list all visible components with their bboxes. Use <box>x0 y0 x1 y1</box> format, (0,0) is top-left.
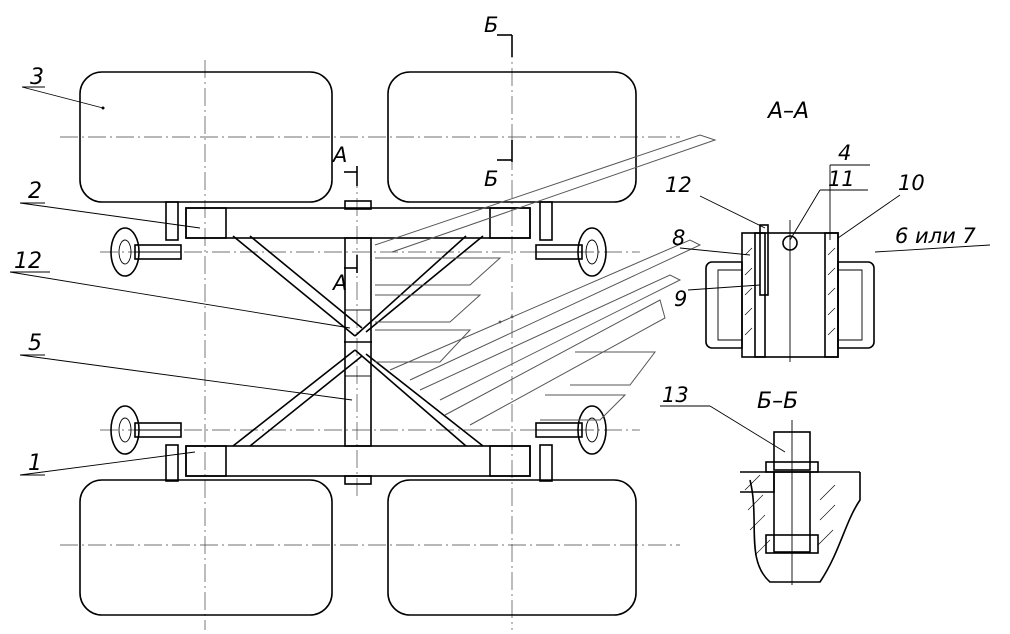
label-frame-lower: 1 <box>28 451 42 476</box>
label-aa-6or7: 6 или 7 <box>895 224 976 248</box>
label-aa-12: 12 <box>665 173 692 197</box>
caster-bottom-left <box>110 405 182 455</box>
axle-stubs <box>165 201 553 482</box>
label-section-a-bottom: А <box>331 271 347 295</box>
label-section-a-top: А <box>331 143 347 167</box>
label-wheel: 3 <box>30 65 44 90</box>
label-section-b-mid: Б <box>484 167 498 191</box>
label-bolt-12: 12 <box>14 249 42 274</box>
label-aa-10: 10 <box>898 171 925 195</box>
section-aa-title: А–А <box>766 99 809 124</box>
section-bb-detail <box>660 405 861 585</box>
cross-braces <box>232 235 484 447</box>
labels: 3 2 12 5 1 А А Б Б А–А 4 11 10 12 8 9 6 … <box>14 13 976 476</box>
label-bb-13: 13 <box>662 383 689 407</box>
step-panel <box>374 134 717 426</box>
wheel-bottom-left <box>79 479 333 616</box>
wheel-top-right <box>387 71 637 203</box>
caster-bottom-right <box>535 405 607 455</box>
label-section-b-top: Б <box>484 13 498 37</box>
label-aa-11: 11 <box>828 167 855 191</box>
label-frame-upper: 2 <box>28 179 42 204</box>
section-bb-title: Б–Б <box>757 389 798 414</box>
section-markers <box>344 34 513 273</box>
section-aa-detail <box>679 164 991 362</box>
frame-beam-upper <box>185 200 531 239</box>
label-aa-8: 8 <box>672 226 685 250</box>
leader-lines <box>9 86 353 476</box>
wheel-bottom-right <box>387 479 637 616</box>
frame-beam-lower <box>185 445 531 485</box>
label-aa-9: 9 <box>674 287 687 311</box>
center-lines <box>60 40 680 630</box>
label-aa-4: 4 <box>838 141 851 165</box>
label-hub: 5 <box>28 331 42 356</box>
caster-top-right <box>535 227 607 277</box>
caster-top-left <box>110 227 182 277</box>
central-post <box>344 237 372 447</box>
